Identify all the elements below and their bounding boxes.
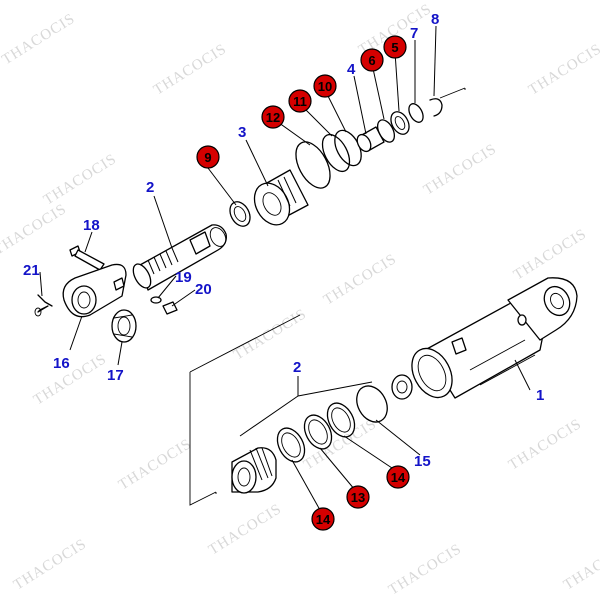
badge-part-12[interactable]: 12 [261,105,285,129]
part-ring-7 [408,103,424,123]
watermark: THACOCIS [0,11,78,69]
watermark: THACOCIS [321,251,400,309]
svg-text:12: 12 [266,110,280,125]
svg-text:14: 14 [316,512,331,527]
part-cylinder-tube [411,277,578,399]
label-part-15[interactable]: 15 [414,453,431,470]
part-bushing-17 [111,309,137,343]
watermark: THACOCIS [151,41,230,99]
part-piston-lower [231,447,277,494]
label-part-16[interactable]: 16 [53,355,70,372]
part-washer-19 [150,296,162,304]
watermark: THACOCIS [116,436,195,494]
badge-part-13[interactable]: 13 [346,485,370,509]
svg-text:6: 6 [368,53,375,68]
part-ring-6 [376,119,396,143]
watermark: THACOCIS [11,536,90,594]
label-part-19[interactable]: 19 [175,269,192,286]
svg-text:10: 10 [318,79,332,94]
watermark: THACOCIS [41,151,120,209]
part-seal-14b-lower [326,402,356,438]
badge-part-14b[interactable]: 14 [386,465,410,489]
part-piston-rod [132,224,227,291]
part-bushing-4 [356,126,385,153]
part-clevis-bracket-16 [62,263,127,318]
watermark: THACOCIS [421,141,500,199]
svg-text:13: 13 [351,490,365,505]
badge-part-10[interactable]: 10 [313,74,337,98]
label-part-17[interactable]: 17 [107,367,124,384]
svg-text:11: 11 [293,94,307,109]
part-grease-fitting-21 [34,294,53,317]
part-ring-15-lower [356,385,388,423]
group-bracket-upper [439,87,466,99]
watermark: THACOCIS [31,351,110,409]
part-labels-badges: 9 12 11 10 6 5 14 13 [196,35,410,531]
label-part-20[interactable]: 20 [195,281,212,298]
badge-part-9[interactable]: 9 [196,145,220,169]
part-seal-13-lower [303,414,333,450]
part-seal-14-lower [276,427,306,463]
watermark: THACOCIS [561,536,600,594]
label-part-2-lower[interactable]: 2 [293,359,301,376]
watermark: THACOCIS [0,201,70,259]
label-part-3[interactable]: 3 [238,124,246,141]
part-seal-11 [321,133,351,173]
part-seal-5 [390,111,410,135]
part-labels-blue: 1 2 2 3 4 7 8 15 16 17 18 19 20 21 [23,11,544,470]
part-nut-lower [391,374,413,400]
svg-text:14: 14 [391,470,406,485]
label-part-4[interactable]: 4 [347,61,356,78]
part-wear-ring-12 [295,141,331,189]
label-part-18[interactable]: 18 [83,217,100,234]
part-piston [253,169,309,226]
watermark: THACOCIS [526,41,600,99]
watermark: THACOCIS [206,501,285,559]
part-bolt-18 [69,245,105,271]
svg-text:9: 9 [204,150,211,165]
svg-text:5: 5 [391,40,398,55]
part-piston-nut [229,201,251,227]
badge-part-6[interactable]: 6 [360,48,384,72]
group-bracket-lower [189,314,301,506]
watermark: THACOCIS [231,306,310,364]
label-part-21[interactable]: 21 [23,262,40,279]
badge-part-11[interactable]: 11 [288,89,312,113]
watermark: THACOCIS [506,416,585,474]
label-part-1[interactable]: 1 [536,387,544,404]
leader-lines [39,25,531,511]
watermark: THACOCIS [386,541,465,599]
label-part-7[interactable]: 7 [410,25,418,42]
label-part-2[interactable]: 2 [146,179,154,196]
badge-part-14[interactable]: 14 [311,507,335,531]
label-part-8[interactable]: 8 [431,11,439,28]
badge-part-5[interactable]: 5 [383,35,407,59]
part-snap-ring-8 [429,98,443,117]
watermark: THACOCIS [511,226,590,284]
